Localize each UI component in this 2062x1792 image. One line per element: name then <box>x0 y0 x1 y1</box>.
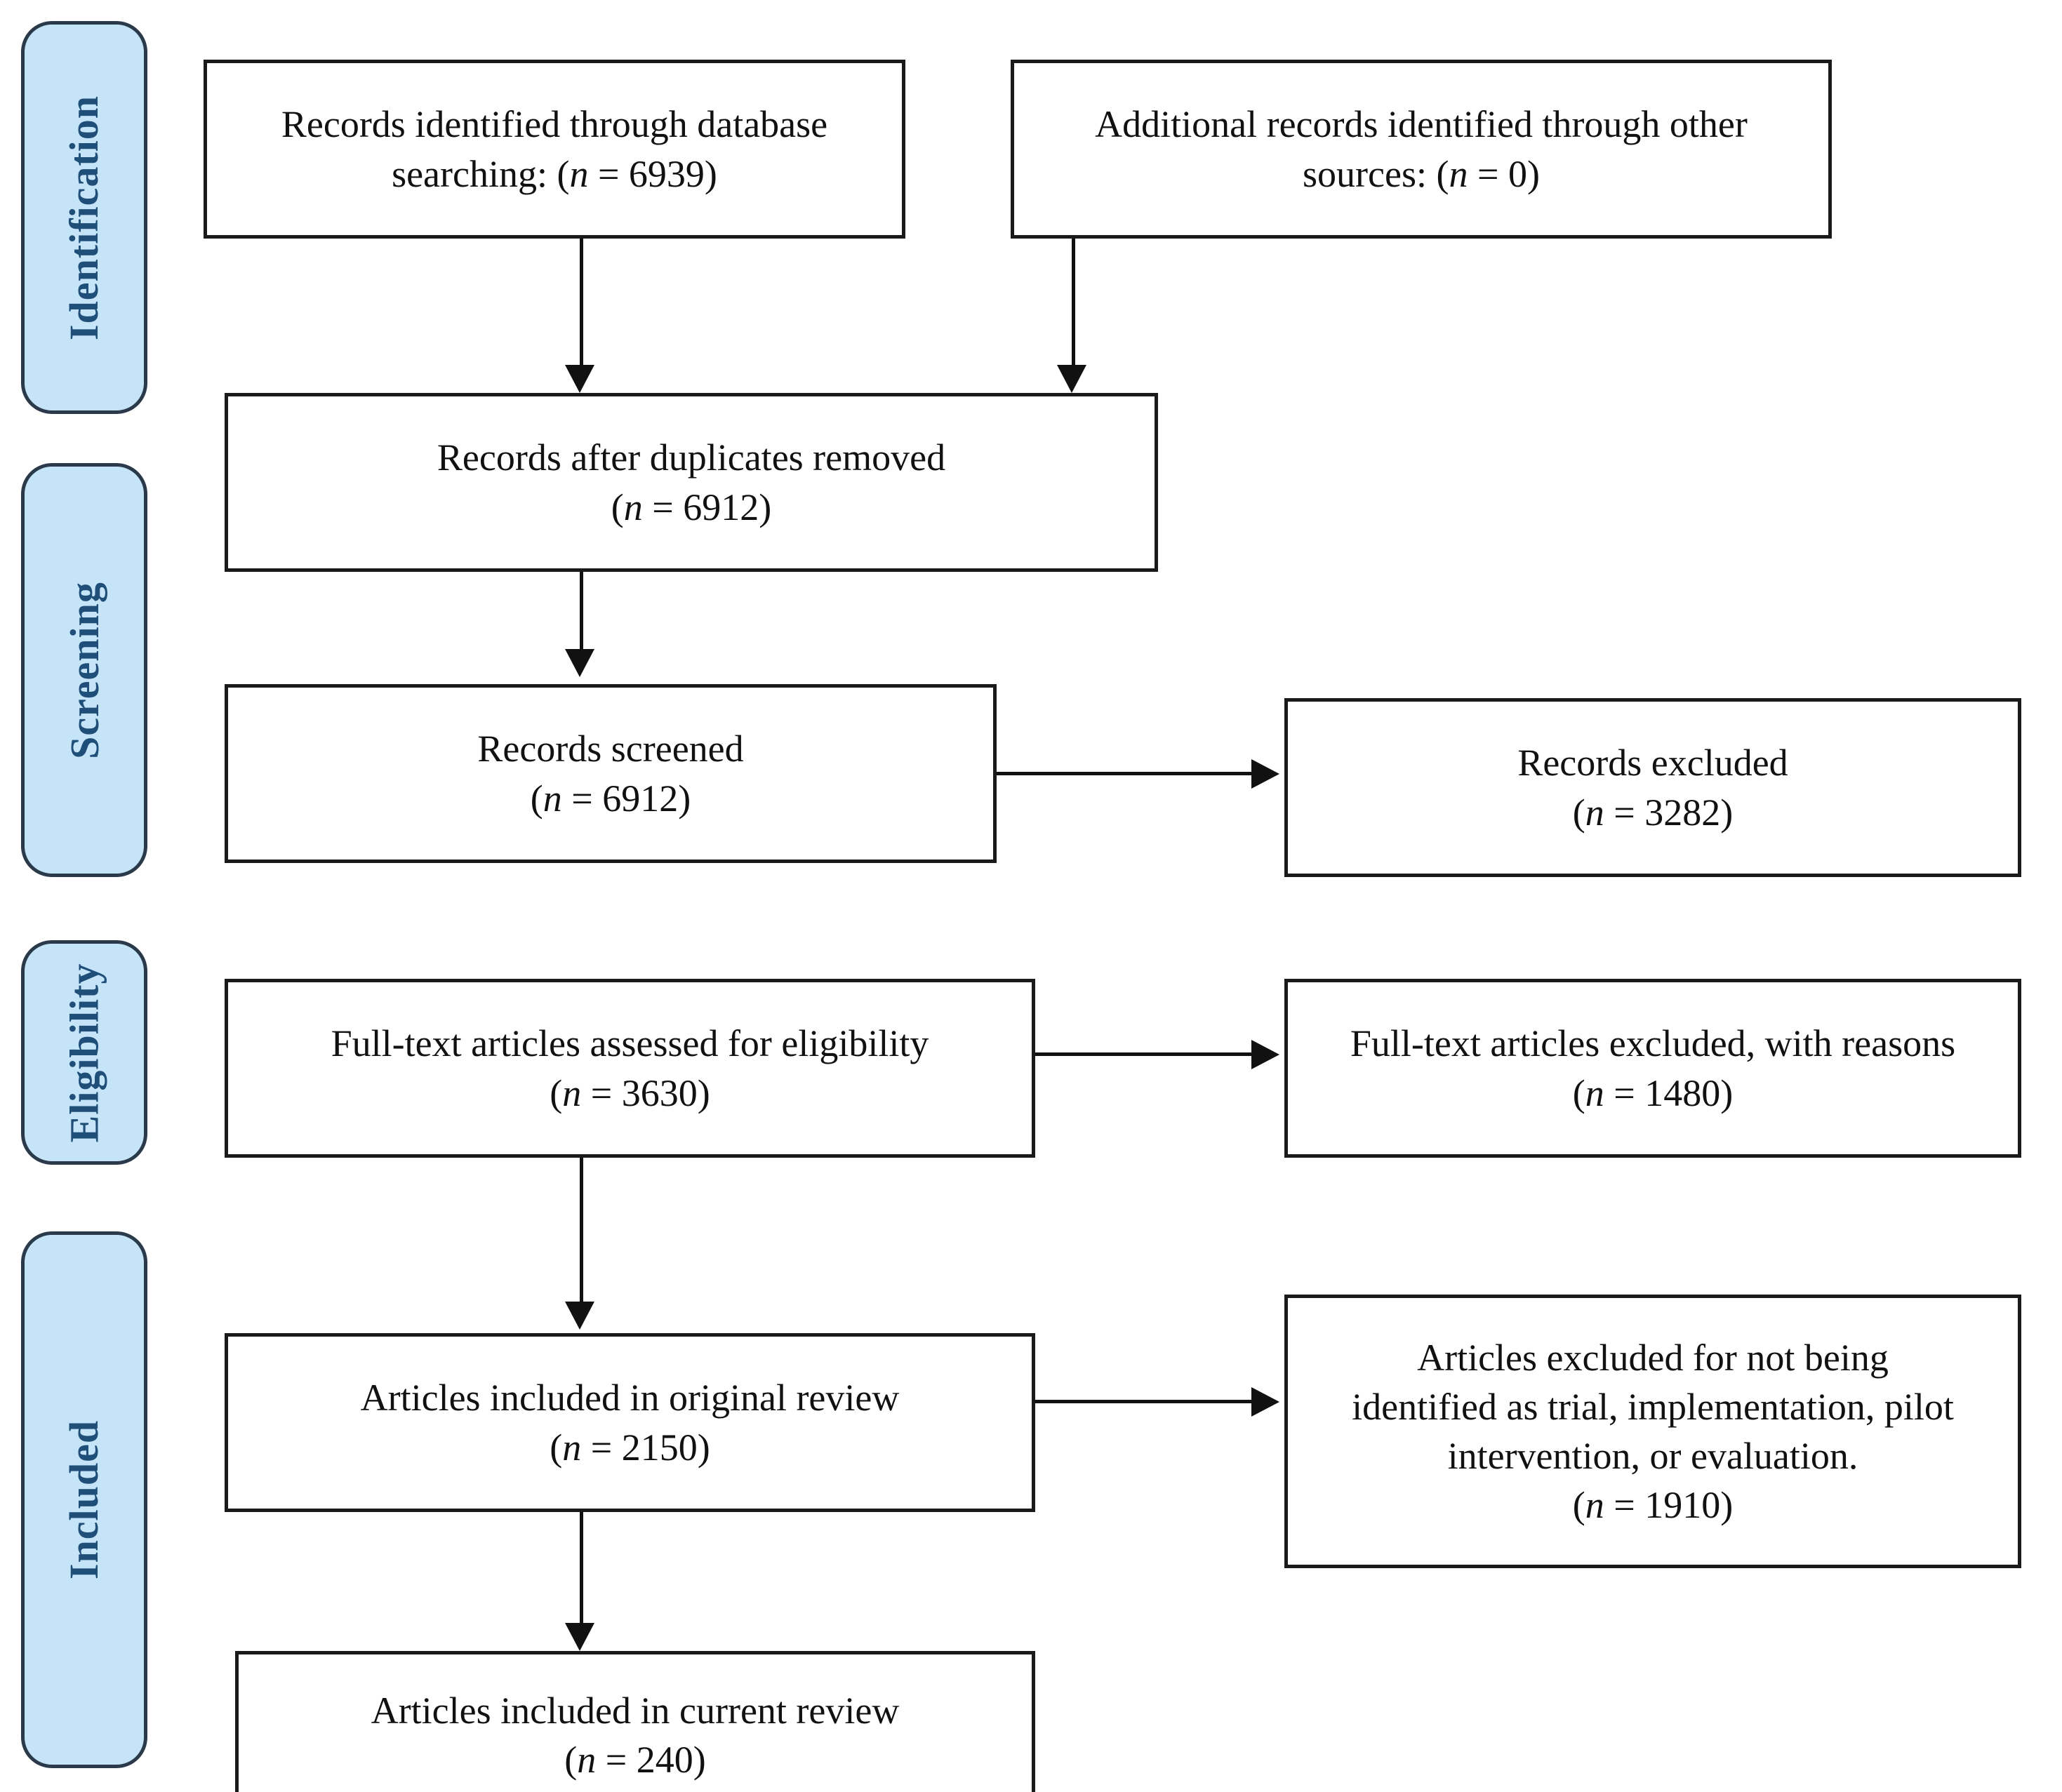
arrowhead-other-to-duplicates <box>1057 365 1086 393</box>
box-other-sources: Additional records identified through ot… <box>1011 60 1832 239</box>
box-included-original-line1: Articles included in original review <box>360 1377 900 1419</box>
arrowhead-fulltext-to-excluded <box>1251 1040 1279 1069</box>
stage-label-included: Included <box>61 1419 107 1580</box>
arrowhead-screened-to-excluded <box>1251 759 1279 789</box>
box-other-sources-line1: Additional records identified through ot… <box>1095 103 1748 146</box>
box-other-sources-text: Additional records identified through ot… <box>1095 100 1748 198</box>
box-excluded-not-identified-text: Articles excluded for not being identifi… <box>1352 1333 1954 1530</box>
box-included-original: Articles included in original review (n … <box>225 1333 1035 1512</box>
box-fulltext-excluded-line1: Full-text articles excluded, with reason… <box>1350 1022 1956 1065</box>
box-excluded-not-identified-line3: intervention, or evaluation. <box>1447 1435 1858 1477</box>
box-database-search-text: Records identified through database sear… <box>281 100 827 198</box>
arrowhead-included-original-to-current <box>565 1623 594 1651</box>
box-records-excluded-line1: Records excluded <box>1517 742 1788 784</box>
connector-other-to-duplicates <box>1072 239 1075 372</box>
box-fulltext-excluded-text: Full-text articles excluded, with reason… <box>1350 1019 1955 1117</box>
connector-fulltext-to-included-original <box>580 1158 583 1309</box>
box-fulltext-assessed-text: Full-text articles assessed for eligibil… <box>331 1019 929 1117</box>
box-records-screened: Records screened (n = 6912) <box>225 684 997 863</box>
connector-included-original-to-current <box>580 1512 583 1631</box>
stage-label-eligibility: Eligibility <box>61 963 107 1142</box>
box-excluded-not-identified-count: (n = 1910) <box>1572 1484 1734 1527</box>
box-fulltext-assessed: Full-text articles assessed for eligibil… <box>225 979 1035 1158</box>
box-included-current-line1: Articles included in current review <box>371 1689 900 1732</box>
box-records-excluded: Records excluded (n = 3282) <box>1284 698 2021 877</box>
stage-pill-included: Included <box>21 1231 147 1768</box>
box-included-current: Articles included in current review (n =… <box>235 1651 1035 1792</box>
box-database-search: Records identified through database sear… <box>204 60 905 239</box>
box-records-screened-text: Records screened (n = 6912) <box>477 724 743 822</box>
box-included-current-text: Articles included in current review (n =… <box>371 1686 900 1784</box>
box-included-original-count: (n = 2150) <box>550 1426 710 1469</box>
box-fulltext-excluded: Full-text articles excluded, with reason… <box>1284 979 2021 1158</box>
box-duplicates-removed-text: Records after duplicates removed (n = 69… <box>383 433 1000 531</box>
box-records-excluded-count: (n = 3282) <box>1572 791 1734 834</box>
box-fulltext-assessed-count: (n = 3630) <box>550 1071 710 1114</box>
box-fulltext-assessed-line1: Full-text articles assessed for eligibil… <box>331 1022 929 1065</box>
box-included-current-count: (n = 240) <box>564 1739 706 1781</box>
box-duplicates-removed-count: (n = 6912) <box>611 486 772 528</box>
box-included-original-text: Articles included in original review (n … <box>361 1373 900 1471</box>
box-records-excluded-text: Records excluded (n = 3282) <box>1517 738 1788 836</box>
stage-label-screening: Screening <box>61 581 107 759</box>
box-records-screened-count: (n = 6912) <box>530 777 691 820</box>
arrowhead-fulltext-to-included-original <box>565 1302 594 1330</box>
box-excluded-not-identified-line2: identified as trial, implementation, pil… <box>1352 1385 1954 1428</box>
box-records-screened-line1: Records screened <box>477 728 744 770</box>
box-excluded-not-identified: Articles excluded for not being identifi… <box>1284 1295 2021 1568</box>
arrowhead-duplicates-to-screened <box>565 649 594 677</box>
connector-database-to-duplicates <box>580 239 583 372</box>
box-duplicates-removed-line1: Records after duplicates removed <box>437 436 946 479</box>
connector-included-original-to-excluded <box>1035 1400 1253 1403</box>
box-excluded-not-identified-line1: Articles excluded for not being <box>1417 1336 1889 1379</box>
box-database-search-count: searching: (n = 6939) <box>392 152 717 195</box>
connector-fulltext-to-excluded <box>1035 1052 1253 1056</box>
box-fulltext-excluded-count: (n = 1480) <box>1572 1071 1734 1114</box>
stage-pill-eligibility: Eligibility <box>21 940 147 1165</box>
stage-label-identification: Identification <box>61 95 107 340</box>
box-duplicates-removed: Records after duplicates removed (n = 69… <box>225 393 1158 572</box>
connector-duplicates-to-screened <box>580 572 583 656</box>
arrowhead-database-to-duplicates <box>565 365 594 393</box>
box-other-sources-count: sources: (n = 0) <box>1303 152 1540 195</box>
box-database-search-line1: Records identified through database <box>281 103 828 146</box>
arrowhead-included-original-to-excluded <box>1251 1387 1279 1417</box>
connector-screened-to-excluded <box>997 772 1253 775</box>
stage-pill-identification: Identification <box>21 21 147 414</box>
stage-pill-screening: Screening <box>21 463 147 877</box>
